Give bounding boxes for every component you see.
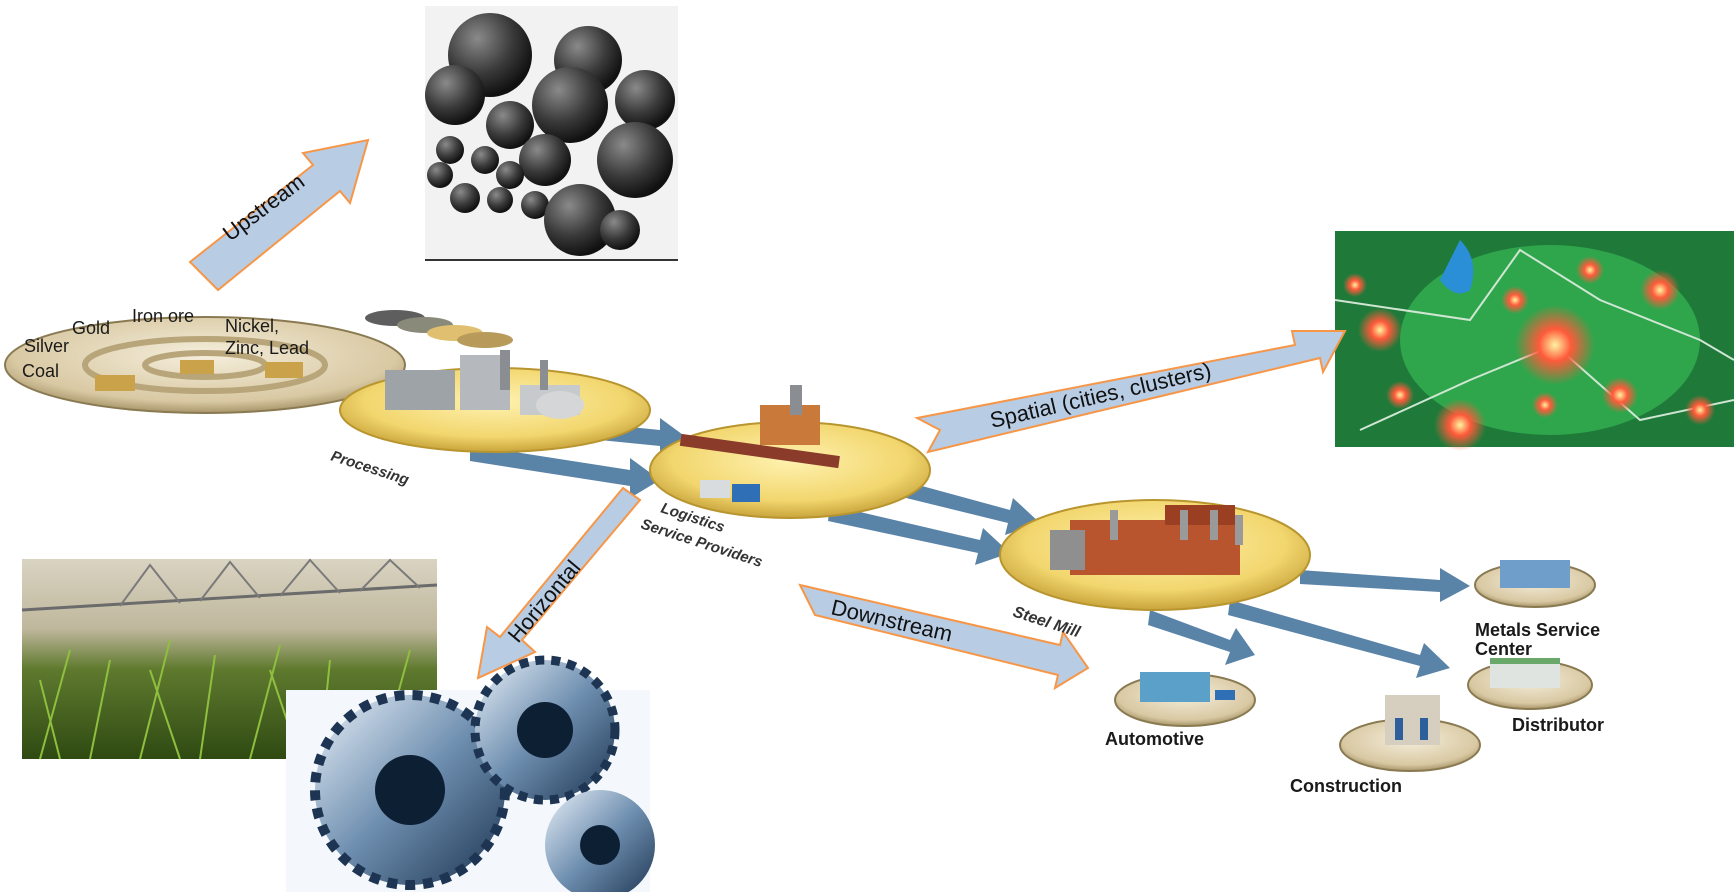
gears-photo xyxy=(286,655,655,892)
coal-label: Coal xyxy=(22,361,59,381)
horizontal-arrow: Horizontal xyxy=(476,486,642,680)
horizontal-label: Horizontal xyxy=(503,555,586,647)
metals-service-label-line1: Metals Service xyxy=(1475,620,1600,640)
metals-service-label-line2: Center xyxy=(1475,639,1532,659)
iron-ore-label: Iron ore xyxy=(132,306,194,326)
automotive-disc xyxy=(1114,672,1256,727)
downstream-label: Downstream xyxy=(829,595,955,647)
construction-disc xyxy=(1339,695,1481,772)
construction-label: Construction xyxy=(1290,776,1402,796)
processing-label: Processing xyxy=(329,448,411,489)
spatial-label: Spatial (cities, clusters) xyxy=(988,358,1214,433)
grinding-balls-photo xyxy=(425,6,678,261)
logistics-disc xyxy=(649,385,931,519)
gold-label: Gold xyxy=(72,318,110,338)
mining-disc xyxy=(4,310,513,414)
silver-label: Silver xyxy=(24,336,69,356)
nickel-label: Nickel, xyxy=(225,316,279,336)
spatial-map-photo xyxy=(1334,231,1734,451)
automotive-label: Automotive xyxy=(1105,729,1204,749)
downstream-arrow: Downstream xyxy=(798,583,1090,691)
distributor-label: Distributor xyxy=(1512,715,1604,735)
steel-mill-disc xyxy=(999,499,1311,611)
distributor-disc xyxy=(1467,658,1593,710)
processing-disc xyxy=(339,350,651,453)
spatial-arrow: Spatial (cities, clusters) xyxy=(913,330,1347,454)
raw-material-labels: Gold Iron ore Silver Nickel, Zinc, Lead … xyxy=(22,306,309,381)
metals-service-center-disc xyxy=(1474,560,1596,608)
upstream-arrow: Upstream xyxy=(188,138,370,292)
zinc-lead-label: Zinc, Lead xyxy=(225,338,309,358)
